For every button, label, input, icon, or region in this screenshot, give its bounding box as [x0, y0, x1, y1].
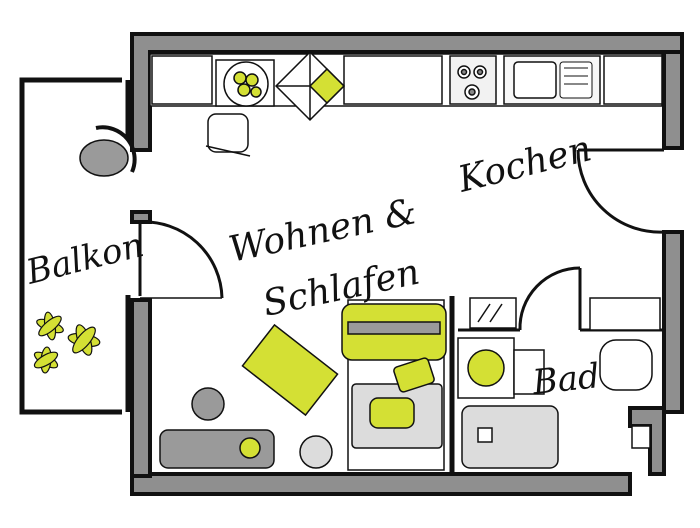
balcony: [19, 77, 131, 415]
doors: [138, 148, 665, 331]
kitchen-label: Kochen: [453, 128, 595, 201]
side-table: [191, 387, 333, 469]
sofa: [159, 429, 275, 469]
balcony-plants: [33, 311, 101, 374]
bath-fixtures: [457, 297, 661, 469]
balcony-chair: [79, 125, 137, 177]
bath-label: Bad: [530, 356, 602, 403]
dining-set: [205, 50, 346, 157]
rug: [241, 323, 339, 417]
bed: [341, 299, 447, 471]
balcony-label: Balkon: [22, 225, 148, 293]
